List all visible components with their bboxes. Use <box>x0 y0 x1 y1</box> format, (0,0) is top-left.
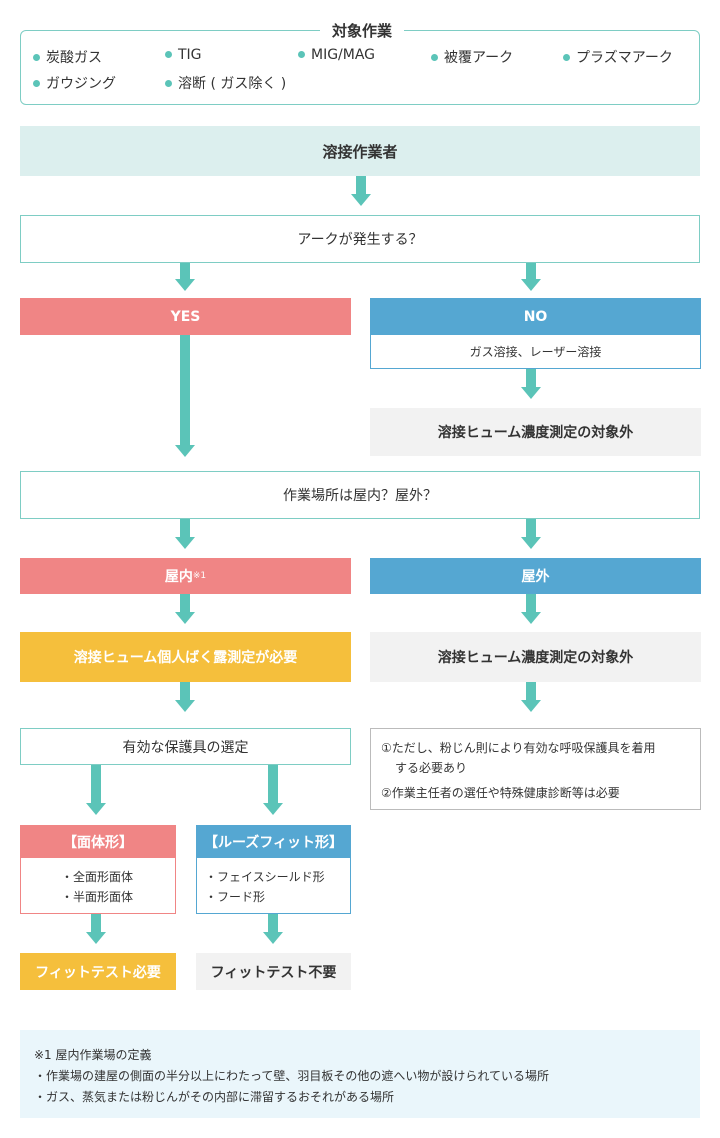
list-item: ・全面形面体 <box>61 870 134 884</box>
bullet-icon <box>33 53 40 61</box>
footnote-line: ・ガス、蒸気または粉じんがその内部に滞留するおそれがある場所 <box>34 1090 395 1104</box>
bullet-icon <box>165 50 172 58</box>
arrow-icon <box>86 765 106 815</box>
place-question-box: 作業場所は屋内？屋外？ <box>20 471 700 519</box>
no-box: NO <box>370 298 701 335</box>
arrow-icon <box>521 594 541 624</box>
arrow-icon <box>521 519 541 549</box>
arrow-icon <box>175 335 195 457</box>
note-line: ①ただし、粉じん則により有効な呼吸保護具を着用 <box>381 741 656 755</box>
bullet-icon <box>33 79 40 87</box>
loose-fitting-title: 【ルーズフィット形】 <box>196 825 351 858</box>
arrow-icon <box>521 682 541 712</box>
yes-box: YES <box>20 298 351 335</box>
excluded-box-outdoor: 溶接ヒューム濃度測定の対象外 <box>370 632 701 682</box>
indoor-label: 屋内 <box>164 569 193 585</box>
list-item: ・フード形 <box>205 890 266 904</box>
note-line: する必要あり <box>395 761 468 775</box>
arrow-icon <box>263 914 283 944</box>
indoor-box: 屋内※1 <box>20 558 351 594</box>
arrow-icon <box>351 176 371 206</box>
bullet-icon <box>165 79 172 87</box>
arrow-icon <box>175 594 195 624</box>
target-item: ガウジング <box>33 73 116 93</box>
arc-question-box: アークが発生する？ <box>20 215 700 263</box>
bullet-icon <box>431 53 438 61</box>
target-item: 炭酸ガス <box>33 47 102 67</box>
tight-fitting-title: 【面体形】 <box>20 825 176 858</box>
bullet-icon <box>563 53 570 61</box>
measurement-required-box: 溶接ヒューム個人ばく露測定が必要 <box>20 632 351 682</box>
target-item-label: MIG/MAG <box>311 47 376 63</box>
footnote-title: ※1 屋内作業場の定義 <box>34 1048 152 1062</box>
target-item: プラズマアーク <box>563 47 673 67</box>
footnote-line: ・作業場の建屋の側面の半分以上にわたって壁、羽目板その他の遮へい物が設けられてい… <box>34 1069 550 1083</box>
target-item-label: 溶断 ( ガス除く ) <box>178 76 287 92</box>
arrow-icon <box>521 369 541 399</box>
tight-fitting-list: ・全面形面体 ・半面形面体 <box>20 858 176 914</box>
footnote-box: ※1 屋内作業場の定義 ・作業場の建屋の側面の半分以上にわたって壁、羽目板その他… <box>20 1030 700 1118</box>
arrow-icon <box>175 519 195 549</box>
target-item: 被覆アーク <box>431 47 513 67</box>
excluded-box: 溶接ヒューム濃度測定の対象外 <box>370 408 701 456</box>
arrow-icon <box>175 263 195 291</box>
target-operations-box: 炭酸ガス TIG MIG/MAG 被覆アーク プラズマアーク ガウジング 溶断 … <box>20 30 700 105</box>
target-item: MIG/MAG <box>298 47 375 63</box>
target-item: TIG <box>165 47 202 63</box>
indoor-note-mark: ※1 <box>192 571 207 581</box>
target-item-label: プラズマアーク <box>576 50 673 66</box>
welder-box: 溶接作業者 <box>20 126 700 176</box>
list-item: ・半面形面体 <box>61 890 134 904</box>
arrow-icon <box>86 914 106 944</box>
respirator-selection-box: 有効な保護具の選定 <box>20 728 351 765</box>
arrow-icon <box>521 263 541 291</box>
outdoor-box: 屋外 <box>370 558 701 594</box>
target-item-label: TIG <box>178 47 202 63</box>
outdoor-notes-box: ①ただし、粉じん則により有効な呼吸保護具を着用 する必要あり ②作業主任者の選任… <box>370 728 701 810</box>
note-line: ②作業主任者の選任や特殊健康診断等は必要 <box>381 786 620 800</box>
no-description: ガス溶接、レーザー溶接 <box>370 335 701 369</box>
arrow-icon <box>175 682 195 712</box>
fit-test-required-box: フィットテスト必要 <box>20 953 176 990</box>
target-item: 溶断 ( ガス除く ) <box>165 73 286 93</box>
list-item: ・フェイスシールド形 <box>205 870 325 884</box>
bullet-icon <box>298 50 305 58</box>
target-item-label: ガウジング <box>46 76 116 92</box>
fit-test-not-required-box: フィットテスト不要 <box>196 953 351 990</box>
arrow-icon <box>263 765 283 815</box>
target-operations-title: 対象作業 <box>320 18 404 42</box>
loose-fitting-list: ・フェイスシールド形 ・フード形 <box>196 858 351 914</box>
target-item-label: 炭酸ガス <box>46 50 102 66</box>
target-item-label: 被覆アーク <box>444 50 514 66</box>
